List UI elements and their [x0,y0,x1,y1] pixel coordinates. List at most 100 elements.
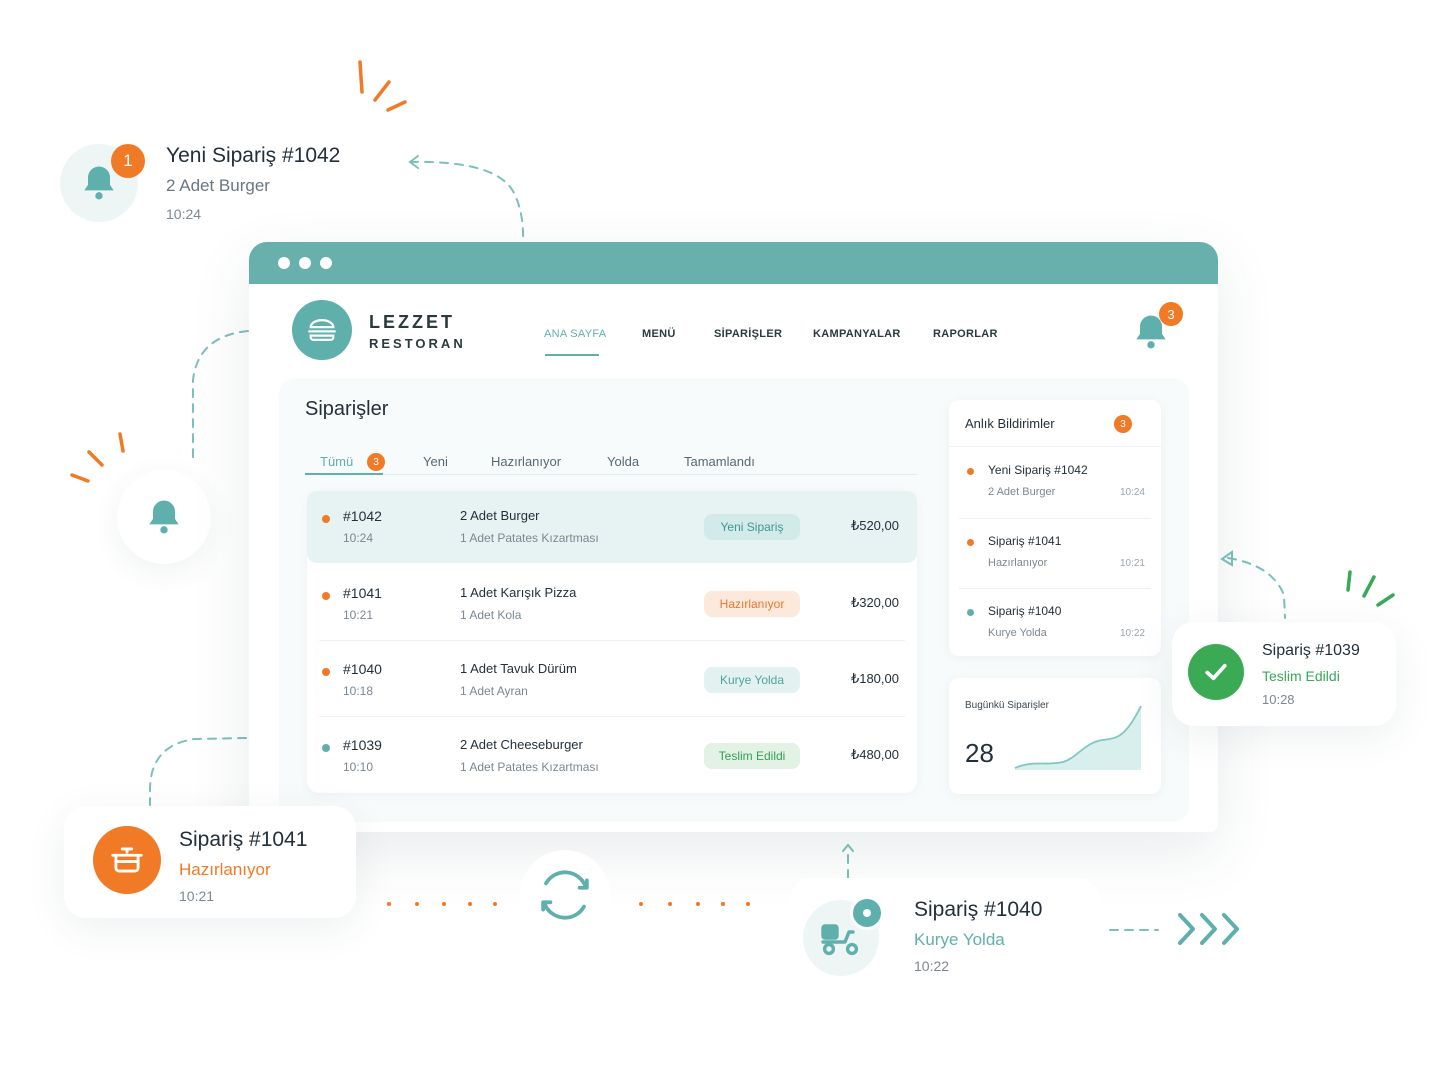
connector-left-bottom [149,737,247,806]
panel-divider [959,588,1151,589]
list-item[interactable]: Sipariş #1040 Kurye Yolda 10:22 [949,593,1161,663]
dotted-line-left [387,902,750,906]
stats-label: Bugünkü Siparişler [965,700,1049,711]
notification-time: 10:22 [914,958,950,974]
notification-time: 10:24 [1119,487,1145,498]
check-icon [1205,663,1227,681]
order-list: #1042 10:24 2 Adet Burger 1 Adet Patates… [307,491,917,793]
panel-divider [959,518,1151,519]
table-row[interactable]: #1039 10:10 2 Adet Cheeseburger 1 Adet P… [307,720,917,792]
cooking-pot-icon [111,847,143,873]
location-pin-circle [850,896,884,930]
brand-logo[interactable] [292,300,352,360]
notification-title: Yeni Sipariş #1042 [988,463,1088,477]
order-item: 1 Adet Karışık Pizza [460,585,577,600]
notification-title: Sipariş #1040 [914,898,1043,921]
order-item-secondary: 1 Adet Patates Kızartması [460,760,599,774]
nav-item-ana-sayfa[interactable]: ANA SAYFA [544,328,607,340]
notification-subtitle: 2 Adet Burger [988,486,1056,498]
nav-item-raporlar[interactable]: RAPORLAR [933,328,998,340]
notification-subtitle: 2 Adet Burger [166,176,270,195]
courier-notification[interactable]: Sipariş #1040 Kurye Yolda 10:22 [790,878,1100,990]
sync-button[interactable] [520,850,610,940]
todays-orders-card: Bugünkü Siparişler 28 [949,678,1161,794]
brand-line-1: LEZZET [369,312,455,332]
order-id: #1041 [343,585,382,601]
notification-subtitle: Hazırlanıyor [179,860,271,879]
tab-hazirlaniyor[interactable]: Hazırlanıyor [491,454,562,469]
list-item[interactable]: Sipariş #1041 Hazırlanıyor 10:21 [949,523,1161,593]
sync-icon [541,870,589,920]
order-price: ₺320,00 [850,595,899,610]
status-dot [322,668,330,676]
courier-scooter-icon [821,924,859,956]
order-id: #1039 [343,737,382,753]
nav-bell-button[interactable]: 3 [1129,302,1183,356]
notification-title: Yeni Sipariş #1042 [166,144,341,167]
nav-item-kampanyalar[interactable]: KAMPANYALAR [813,328,901,340]
live-notifications-panel: Anlık Bildirimler 3 Yeni Sipariş #1042 2… [949,400,1161,656]
sparkline-chart [1014,705,1142,770]
panel-count-badge: 3 [1114,415,1132,433]
notification-title: Sipariş #1040 [988,604,1062,618]
notification-subtitle: Teslim Edildi [1262,668,1340,684]
notification-subtitle: Kurye Yolda [988,627,1047,639]
nav-bell-count: 3 [1159,302,1183,326]
table-row[interactable]: #1041 10:21 1 Adet Karışık Pizza 1 Adet … [307,568,917,640]
new-order-notification[interactable]: 1 Yeni Sipariş #1042 2 Adet Burger 10:24 [40,126,380,241]
tab-yolda[interactable]: Yolda [607,454,640,469]
order-id: #1042 [343,508,382,524]
notification-title: Sipariş #1041 [988,534,1062,548]
stats-value: 28 [965,738,994,768]
delivered-notification[interactable]: Sipariş #1039 Teslim Edildi 10:28 [1172,622,1396,726]
connector-left-top [192,330,249,463]
floating-bell [117,470,211,564]
nav-item-menu[interactable]: MENÜ [642,328,676,340]
order-item: 2 Adet Burger [460,508,540,523]
row-divider [319,716,905,717]
notification-count-badge: 1 [111,144,145,178]
order-time: 10:21 [343,608,374,622]
notification-time: 10:21 [179,888,215,904]
tab-tamamlandi[interactable]: Tamamlandı [684,454,755,469]
table-row[interactable]: #1040 10:18 1 Adet Tavuk Dürüm 1 Adet Ay… [307,644,917,716]
order-price: ₺520,00 [850,518,899,533]
notification-subtitle: Kurye Yolda [914,930,1005,949]
window-dot [320,257,332,269]
status-dot [967,539,974,546]
pin-icon [863,909,871,917]
order-time: 10:10 [343,760,374,774]
chevrons-icon [1178,913,1239,945]
tab-yeni[interactable]: Yeni [423,454,448,469]
notification-time: 10:24 [166,206,202,222]
sparkle-left [70,432,125,483]
notification-title: Sipariş #1041 [179,828,308,851]
status-dot [322,515,330,523]
notification-subtitle: Hazırlanıyor [988,557,1048,569]
row-divider [319,640,905,641]
nav-item-siparisler[interactable]: SİPARİŞLER [714,328,783,340]
panel-title: Anlık Bildirimler [965,416,1055,431]
status-dot [967,468,974,475]
bell-icon [84,166,114,200]
arrow-head-left [408,155,419,169]
arrow-head-up [842,843,854,852]
notification-time: 10:21 [1119,558,1145,569]
order-price: ₺480,00 [850,747,899,762]
tab-active-underline [305,473,383,475]
sparkle-top [358,60,407,112]
status-badge: Hazırlanıyor [704,591,800,617]
brand-name: LEZZET RESTORAN [369,312,466,351]
status-dot [967,609,974,616]
preparing-notification[interactable]: Sipariş #1041 Hazırlanıyor 10:21 [64,806,356,918]
tab-tumu[interactable]: Tümü [320,454,354,469]
panel-divider [949,446,1161,447]
order-id: #1040 [343,661,382,677]
connector-top [409,160,525,243]
order-item: 1 Adet Tavuk Dürüm [460,661,577,676]
status-badge: Yeni Sipariş [704,514,800,540]
table-row[interactable]: #1042 10:24 2 Adet Burger 1 Adet Patates… [307,491,917,563]
bell-icon [1136,315,1166,349]
list-item[interactable]: Yeni Sipariş #1042 2 Adet Burger 10:24 [949,452,1161,522]
